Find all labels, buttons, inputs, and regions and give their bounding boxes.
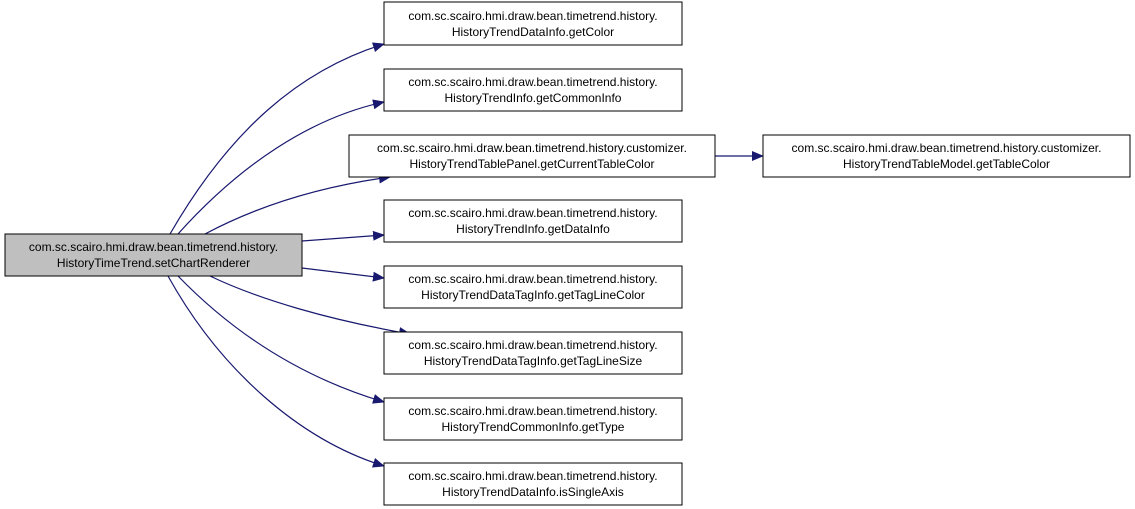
node-getcommoninfo[interactable]: com.sc.scairo.hmi.draw.bean.timetrend.hi… xyxy=(383,68,683,112)
node-gettype-line2: HistoryTrendCommonInfo.getType xyxy=(442,420,625,434)
node-gettaglinecolor-line2: HistoryTrendDataTagInfo.getTagLineColor xyxy=(421,288,645,302)
node-gettablecolor-line2: HistoryTrendTableModel.getTableColor xyxy=(843,157,1050,171)
node-getdatainfo-box xyxy=(383,199,683,243)
edge-root-to-gettaglinesize xyxy=(209,275,411,338)
node-getcolor-line1: com.sc.scairo.hmi.draw.bean.timetrend.hi… xyxy=(408,9,657,23)
node-getdatainfo-line1: com.sc.scairo.hmi.draw.bean.timetrend.hi… xyxy=(408,206,657,220)
node-getcurrenttablecolor-line2: HistoryTrendTablePanel.getCurrentTableCo… xyxy=(409,157,654,171)
node-gettablecolor[interactable]: com.sc.scairo.hmi.draw.bean.timetrend.hi… xyxy=(762,134,1131,178)
node-gettablecolor-line1: com.sc.scairo.hmi.draw.bean.timetrend.hi… xyxy=(792,141,1102,155)
node-issingleaxis-line1: com.sc.scairo.hmi.draw.bean.timetrend.hi… xyxy=(408,469,657,483)
edge-root-to-issingleaxis xyxy=(167,275,385,468)
node-root-line2: HistoryTimeTrend.setChartRenderer xyxy=(57,256,250,270)
node-getcolor[interactable]: com.sc.scairo.hmi.draw.bean.timetrend.hi… xyxy=(383,1,683,46)
node-root-line1: com.sc.scairo.hmi.draw.bean.timetrend.hi… xyxy=(29,240,278,254)
edge-root-to-getdatainfo xyxy=(301,230,385,242)
node-gettaglinecolor[interactable]: com.sc.scairo.hmi.draw.bean.timetrend.hi… xyxy=(383,265,683,309)
node-issingleaxis-line2: HistoryTrendDataInfo.isSingleAxis xyxy=(442,485,624,499)
edges xyxy=(167,42,764,468)
node-getcommoninfo-box xyxy=(383,68,683,112)
edge-root-to-getcommoninfo xyxy=(177,99,385,235)
node-gettype-box xyxy=(383,397,683,441)
node-getcommoninfo-line1: com.sc.scairo.hmi.draw.bean.timetrend.hi… xyxy=(408,75,657,89)
node-getcurrenttablecolor-line1: com.sc.scairo.hmi.draw.bean.timetrend.hi… xyxy=(377,141,687,155)
node-root-box xyxy=(4,233,303,277)
node-getcurrenttablecolor[interactable]: com.sc.scairo.hmi.draw.bean.timetrend.hi… xyxy=(348,134,716,178)
edge-root-to-gettaglinecolor xyxy=(301,267,385,282)
node-gettype[interactable]: com.sc.scairo.hmi.draw.bean.timetrend.hi… xyxy=(383,397,683,441)
node-getcurrenttablecolor-box xyxy=(348,134,716,178)
edge-root-to-gettype xyxy=(177,275,385,404)
node-gettaglinesize-line1: com.sc.scairo.hmi.draw.bean.timetrend.hi… xyxy=(408,338,657,352)
node-gettype-line1: com.sc.scairo.hmi.draw.bean.timetrend.hi… xyxy=(408,404,657,418)
node-getdatainfo-line2: HistoryTrendInfo.getDataInfo xyxy=(456,222,610,236)
node-issingleaxis[interactable]: com.sc.scairo.hmi.draw.bean.timetrend.hi… xyxy=(383,462,683,506)
edge-root-to-getcolor xyxy=(169,42,385,235)
node-issingleaxis-box xyxy=(383,462,683,506)
node-gettaglinesize-box xyxy=(383,331,683,375)
node-gettablecolor-box xyxy=(762,134,1131,178)
node-getcommoninfo-line2: HistoryTrendInfo.getCommonInfo xyxy=(445,91,622,105)
node-gettaglinecolor-box xyxy=(383,265,683,309)
node-gettaglinesize-line2: HistoryTrendDataTagInfo.getTagLineSize xyxy=(424,354,643,368)
node-getcolor-line2: HistoryTrendDataInfo.getColor xyxy=(452,25,614,39)
node-getcolor-box xyxy=(383,1,683,46)
node-gettaglinecolor-line1: com.sc.scairo.hmi.draw.bean.timetrend.hi… xyxy=(408,272,657,286)
node-root[interactable]: com.sc.scairo.hmi.draw.bean.timetrend.hi… xyxy=(4,233,303,277)
node-gettaglinesize[interactable]: com.sc.scairo.hmi.draw.bean.timetrend.hi… xyxy=(383,331,683,375)
node-getdatainfo[interactable]: com.sc.scairo.hmi.draw.bean.timetrend.hi… xyxy=(383,199,683,243)
edge-root-to-getcurrenttablecolor xyxy=(204,173,391,235)
